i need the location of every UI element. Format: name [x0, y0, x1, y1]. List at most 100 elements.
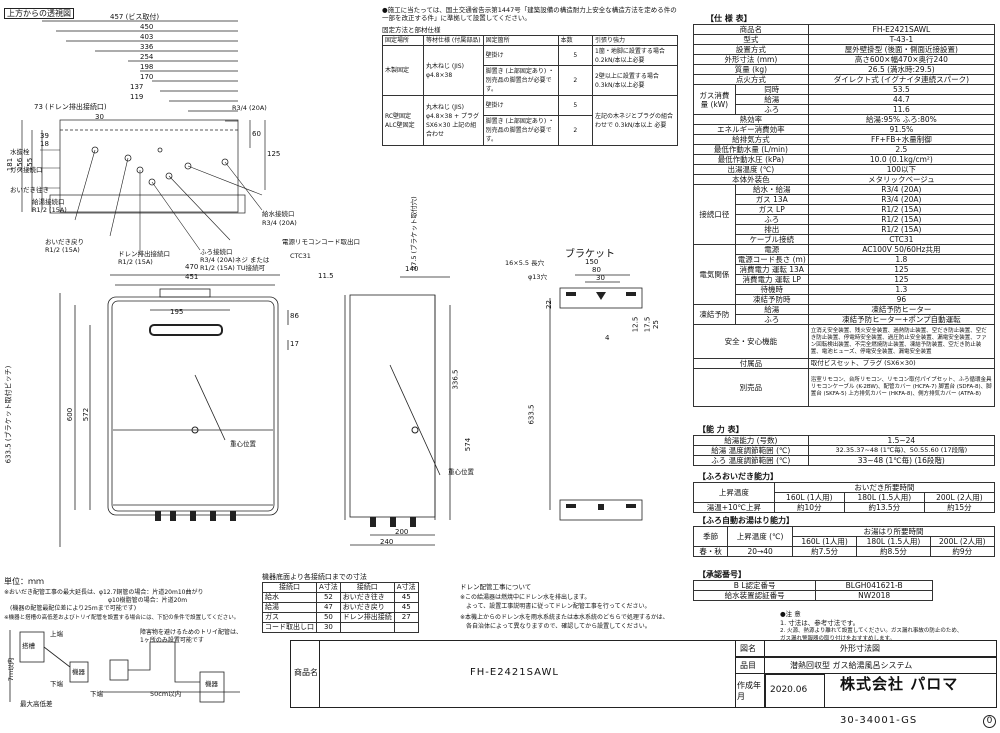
drain-l1: ※この給湯器は燃焼中にドレン水を排出します。 — [460, 594, 591, 601]
side-center: 重心位置 — [448, 468, 474, 476]
bl-note-4: ※機器と搭槽の高低差およびトリイ配管を設置する場合には、下記の条件で設置してくだ… — [4, 615, 240, 621]
tb-product: FH-E2421SAWL — [470, 667, 559, 678]
label-remote: 電源リモコンコード取出口 — [282, 238, 360, 246]
dim-30: 30 — [95, 113, 104, 121]
install-note-sub: 固定方法と部材仕様 — [382, 26, 441, 34]
bt-title: 機器底面より各接続口までの寸法 — [262, 573, 367, 581]
pipe-d50: 50cm以内 — [150, 690, 182, 698]
oidaki-title: 【ふろおいだき能力】 — [698, 472, 778, 481]
col-3: 本数 — [557, 35, 594, 46]
tb-drawing-label: 図名 — [740, 644, 756, 653]
tb-datecol — [765, 674, 825, 708]
label-r12d: R1/2 (15A) TU接続可 — [200, 264, 266, 272]
dim-125: 125 — [267, 150, 281, 158]
capacity-table: 給湯能力 (号数)1.5~24 給湯 温度調節範囲 (℃)32.35.37~48… — [693, 435, 996, 466]
pipe-label-2: 機器 — [72, 668, 85, 676]
label-r12c: R1/2 (15A) — [118, 258, 153, 266]
label-gas: ガス接続口 — [10, 166, 43, 174]
front-h600: 600 — [66, 407, 75, 422]
dim-137: 137 — [130, 83, 144, 91]
drain-l2: よって、設置工事説明書に従ってドレン配管工事を行ってください。 — [466, 603, 651, 610]
install-note-table: 固定場所 等材仕様 (付属部品) 固定箇所 本数 引張り強力 木製固定 丸木ねじ… — [382, 35, 678, 146]
label-r12b: R1/2 (15A) — [45, 246, 80, 254]
col-2: 固定箇所 — [482, 35, 559, 46]
tb-product-label: 商品名 — [294, 668, 318, 677]
auto-title: 【ふろ自動お湯はり能力】 — [698, 516, 794, 525]
front-width-outer: 470 — [185, 263, 199, 271]
dim-60: 60 — [252, 130, 261, 138]
pipe-label-0: 搭槽 — [22, 642, 35, 650]
label-kyuyu: 給湯接続口 — [32, 198, 65, 206]
label-drain: ドレン排出接続口 — [118, 250, 170, 258]
dim-254: 254 — [140, 53, 154, 61]
dim-403: 403 — [140, 33, 154, 41]
pipe-label-4: 下端 — [90, 690, 103, 698]
drain-head: ドレン配管工事について — [460, 583, 532, 591]
dim-18: 18 — [40, 140, 49, 148]
bracket-d12-5: 12.5 — [631, 316, 640, 333]
col-0: 固定場所 — [382, 35, 424, 46]
top-view-drawing — [21, 20, 266, 255]
oidaki-table: 上昇温度おいだき所要時間 160L (1人用)180L (1.5人用)200L … — [693, 482, 996, 513]
col-1: 等材仕様 (付属部品) — [423, 35, 484, 46]
bracket-d80: 80 — [592, 266, 601, 274]
label-suitou: 水抜栓 — [10, 148, 30, 156]
label-r34-top: R3/4 (20A) — [232, 104, 267, 112]
bl-note-2: φ10樹脂管の場合：片道20m — [108, 597, 188, 604]
capacity-title: 【能 力 表】 — [698, 425, 744, 434]
side-d574: 574 — [464, 437, 473, 452]
tb-item-label: 品目 — [740, 661, 756, 670]
label-r34c: R3/4 (20A)ネジ または — [200, 256, 270, 264]
label-ctc: CTC31 — [290, 252, 311, 260]
label-furo: ふろ接続口 — [200, 248, 233, 256]
top-view-title: 上方からの透視図 — [4, 8, 74, 19]
front-pitch: 633.5 (ブラケット取付ピッチ) — [4, 365, 13, 464]
piping-diagram — [9, 630, 240, 703]
front-width-inner: 451 — [185, 273, 199, 281]
install-note-header: ●施工に当たっては、国土交通省告示第1447号「建築設備の構造耐力上安全な構造方… — [382, 6, 677, 22]
notes-right-l1: 1. 寸法は、参考寸法です。 — [780, 619, 860, 627]
dim-119: 119 — [130, 93, 144, 101]
dim-336: 336 — [140, 43, 154, 51]
tb-labelcol — [735, 640, 765, 708]
pipe-label-5: 最大高低差 — [20, 700, 53, 708]
notes-right-l2: 2. 火源、熱源より離れて設置してください。ガス漏れ事故の防止のため、 — [780, 628, 963, 634]
drain-l4: 各自治体によって異なりますので、確認してから設置してください。 — [466, 623, 651, 630]
label-r12a: R1/2 (15A) — [32, 206, 67, 214]
side-d140: 140 — [405, 265, 419, 273]
side-d240: 240 — [380, 538, 394, 546]
dim-39: 39 — [40, 132, 49, 140]
bracket-hole: 16×5.5 長穴 — [505, 259, 545, 267]
doc-number: 30-34001-GS — [840, 715, 918, 726]
bl-note-1: ※おいだき配管工事の最大延長は、φ12.7銅管の場合：片道20m10曲がり — [4, 589, 204, 596]
dim-170: 170 — [140, 73, 154, 81]
bracket-d13: φ13穴 — [528, 273, 548, 281]
front-view-drawing — [59, 274, 289, 547]
tb-item: 潜熱回収型 ガス給湯風呂システム — [790, 661, 913, 670]
col-4: 引張り強力 — [592, 35, 678, 46]
bracket-d150: 150 — [585, 258, 599, 266]
bracket-d30: 30 — [596, 274, 605, 282]
unit-label: 単位：ｍｍ — [4, 577, 44, 586]
auto-table: 季節上昇温度 (℃)お湯はり所要時間 160L (1人用)180L (1.5人用… — [692, 526, 996, 557]
label-oidaki-out: おいだき往き — [10, 186, 49, 194]
label-oidaki-ret: おいだき戻り — [45, 238, 84, 246]
side-d336-5: 336.5 — [451, 369, 460, 390]
front-h572: 572 — [82, 407, 91, 422]
label-r34b: R3/4 (20A) — [262, 219, 297, 227]
drain-l3: ※本機上からのドレン水を雨水系統または本水系統のどちらで処理するかは、 — [460, 614, 669, 621]
side-d11-5: 11.5 — [318, 272, 334, 280]
dim-457: 457 (ビス取付) — [110, 13, 160, 21]
doc-rev: 0 — [983, 715, 996, 728]
spec-title: 【仕 様 表】 — [706, 14, 752, 23]
pipe-cap2: 1ヶ所のみ設置可能です — [140, 637, 204, 644]
bracket-d633-5: 633.5 — [527, 404, 536, 425]
pipe-d7m: 7m以内 — [7, 657, 16, 682]
side-d27-5: 27.5 (ブラケット取付穴) — [410, 196, 418, 270]
side-view-drawing — [344, 276, 451, 546]
bracket-d4: 4 — [605, 334, 610, 342]
front-center: 重心位置 — [230, 440, 256, 448]
notes-right-l3: ガス漏れ警報器の取り付けをおすすめします。 — [780, 636, 895, 642]
